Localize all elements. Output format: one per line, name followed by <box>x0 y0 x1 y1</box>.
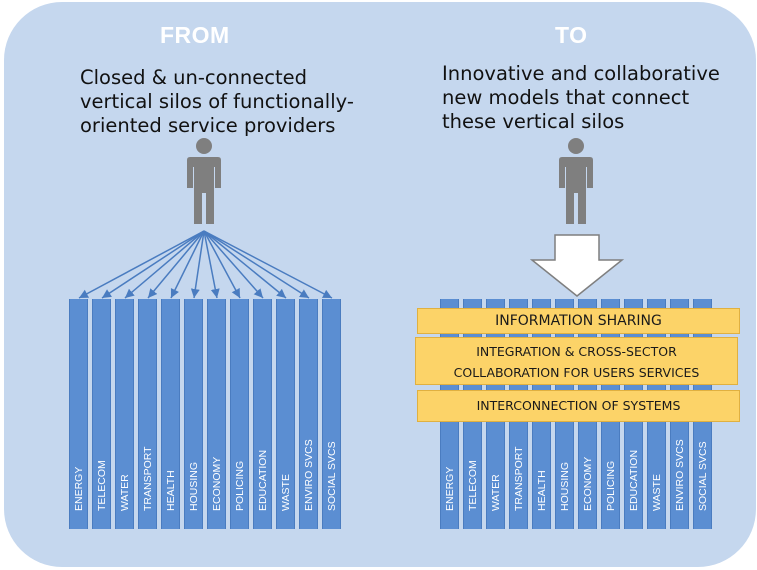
silo-label: HEALTH <box>535 470 548 511</box>
connection-arrow <box>124 230 205 299</box>
from-silo-policing: POLICING <box>230 299 249 529</box>
silo-label: SOCIAL SVCS <box>696 441 709 511</box>
person-icon <box>559 138 593 224</box>
to-description-line: these vertical silos <box>442 110 625 133</box>
silo-label: POLICING <box>233 460 246 511</box>
layer-label: COLLABORATION FOR USERS SERVICES <box>453 365 700 380</box>
person-icon <box>187 138 221 224</box>
from-description-line: vertical silos of functionally- <box>80 90 354 113</box>
silo-label: HOUSING <box>558 461 571 511</box>
from-silo-social-svcs: SOCIAL SVCS <box>322 299 341 529</box>
silo-label: SOCIAL SVCS <box>325 441 338 511</box>
silo-label: ECONOMY <box>581 456 594 511</box>
from-silo-health: HEALTH <box>161 299 180 529</box>
to-description: Innovative and collaborative new models … <box>442 62 720 134</box>
layer-interconnection: INTERCONNECTION OF SYSTEMS <box>417 390 740 422</box>
to-description-line: new models that connect <box>442 86 690 109</box>
silo-label: TRANSPORT <box>512 446 525 511</box>
from-description: Closed & un-connected vertical silos of … <box>80 66 354 138</box>
layer-label: INTEGRATION & CROSS-SECTOR <box>476 344 677 359</box>
layer-label: INTERCONNECTION OF SYSTEMS <box>476 398 681 413</box>
silo-label: ENVIRO SVCS <box>302 439 315 511</box>
connection-arrow <box>203 230 310 299</box>
from-silo-water: WATER <box>115 299 134 529</box>
silo-label: TELECOM <box>466 460 479 511</box>
to-heading: TO <box>555 22 588 48</box>
silo-label: ENERGY <box>72 466 85 511</box>
silo-label: EDUCATION <box>627 449 640 511</box>
from-silo-enviro-svcs: ENVIRO SVCS <box>299 299 318 529</box>
silo-label: WATER <box>118 474 131 511</box>
silo-label: ECONOMY <box>210 456 223 511</box>
silo-label: WASTE <box>650 474 663 511</box>
silo-label: HEALTH <box>164 470 177 511</box>
silo-label: TELECOM <box>95 460 108 511</box>
connection-arrow <box>170 230 205 299</box>
from-silo-education: EDUCATION <box>253 299 272 529</box>
from-silo-transport: TRANSPORT <box>138 299 157 529</box>
from-silo-energy: ENERGY <box>69 299 88 529</box>
from-description-line: oriented service providers <box>80 114 336 137</box>
connection-arrow <box>78 230 205 299</box>
silo-label: WASTE <box>279 474 292 511</box>
to-description-line: Innovative and collaborative <box>442 62 720 85</box>
layer-information-sharing: INFORMATION SHARING <box>417 308 740 334</box>
silo-label: POLICING <box>604 460 617 511</box>
from-silo-economy: ECONOMY <box>207 299 226 529</box>
from-silo-waste: WASTE <box>276 299 295 529</box>
from-heading: FROM <box>160 22 230 48</box>
from-description-line: Closed & un-connected <box>80 66 307 89</box>
silo-label: EDUCATION <box>256 449 269 511</box>
connection-arrow <box>203 230 220 299</box>
connection-arrow <box>203 230 264 299</box>
silo-label: ENVIRO SVCS <box>673 439 686 511</box>
silo-label: WATER <box>489 474 502 511</box>
connection-arrow <box>203 230 287 299</box>
connection-arrow <box>147 230 205 299</box>
layer-label: INFORMATION SHARING <box>495 313 662 329</box>
from-silo-housing: HOUSING <box>184 299 203 529</box>
silo-label: TRANSPORT <box>141 446 154 511</box>
from-silo-telecom: TELECOM <box>92 299 111 529</box>
connection-arrow <box>203 230 333 299</box>
connection-arrow <box>190 230 205 299</box>
silos-group-from: ENERGY TELECOM WATER TRANSPORT HEALTH HOUSING… <box>69 299 341 529</box>
down-arrow-icon <box>530 234 624 297</box>
silo-label: ENERGY <box>443 466 456 511</box>
silo-label: HOUSING <box>187 461 200 511</box>
connection-arrow <box>101 230 205 299</box>
layer-integration-collaboration: INTEGRATION & CROSS-SECTOR COLLABORATION… <box>415 337 738 385</box>
connection-arrow <box>203 230 241 299</box>
